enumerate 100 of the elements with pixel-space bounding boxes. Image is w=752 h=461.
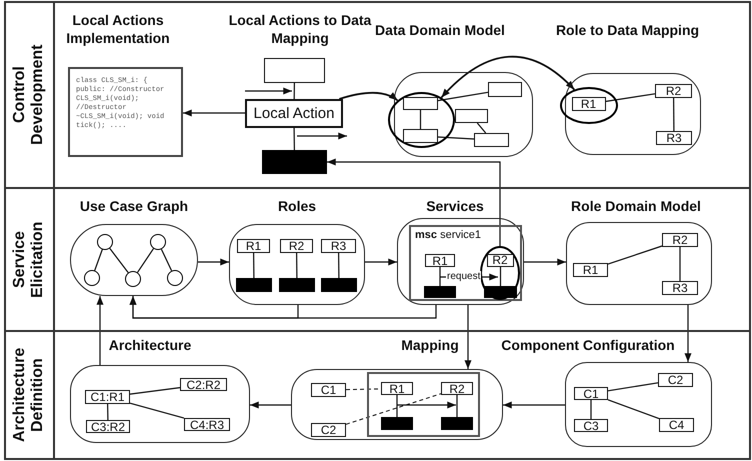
empty-box (488, 82, 522, 97)
connector-line (606, 93, 656, 102)
connector-line (438, 136, 474, 140)
row-label: Control Development (5, 2, 55, 187)
labeled-box: R2 (662, 233, 698, 247)
filled-bar (262, 150, 327, 174)
section-heading: Roles (278, 198, 316, 214)
connector-line (137, 248, 154, 273)
labeled-box: R2 (655, 84, 692, 98)
labeled-box: R1 (237, 239, 270, 253)
labeled-box: R3 (656, 131, 692, 145)
graph-node-circle (97, 234, 113, 250)
labeled-box: R1 (573, 263, 608, 277)
connector-line (109, 248, 129, 273)
section-heading: Role Domain Model (571, 198, 701, 214)
section-heading: Architecture (108, 337, 192, 353)
empty-box (402, 96, 438, 110)
connector-line (396, 395, 398, 417)
section-heading: Data Domain Model (375, 22, 505, 38)
arrow (198, 258, 229, 266)
labeled-box: R1 (381, 382, 413, 395)
labeled-box: C2:R2 (180, 378, 227, 391)
labeled-box: R2 (486, 254, 514, 266)
labeled-box: C1 (574, 387, 608, 400)
section-heading: Services (426, 198, 484, 214)
arrow (684, 305, 692, 362)
arrow (524, 258, 566, 266)
connector-line (608, 245, 662, 265)
filled-bar (484, 286, 516, 298)
labeled-box: R3 (321, 239, 356, 253)
row-label: Architecture Definition (5, 332, 55, 458)
labeled-box: C1:R1 (85, 390, 130, 404)
connector-line (338, 253, 340, 278)
connector-line (679, 247, 681, 281)
arrow (327, 158, 501, 246)
labeled-box: R1 (425, 254, 455, 267)
connector-line (476, 122, 486, 134)
message-label: request (446, 271, 482, 282)
connector-line (296, 253, 298, 278)
labeled-box: Local Action (245, 99, 343, 128)
row-label: Service Elicitation (5, 189, 55, 330)
arrow (96, 296, 104, 365)
section-heading: Component Configuration (501, 337, 675, 353)
section-heading: Local Actions to Data Mapping (228, 12, 372, 46)
filled-bar (381, 417, 413, 430)
highlight-ellipse (388, 92, 455, 148)
sequence-frame (367, 372, 480, 437)
labeled-box: C2 (311, 423, 346, 437)
highlight-ellipse (480, 246, 520, 300)
section-heading: Local Actions Implementation (66, 12, 170, 46)
empty-box (474, 133, 509, 147)
graph-node-circle (84, 270, 100, 286)
labeled-box: C3 (574, 419, 608, 432)
connector-line (438, 92, 488, 102)
filled-bar (441, 417, 473, 430)
connector-line (130, 402, 184, 419)
labeled-box: C2 (658, 373, 693, 387)
arrow (503, 402, 565, 408)
arrow (250, 402, 291, 408)
labeled-box: C4 (659, 418, 694, 432)
filled-bar (279, 278, 315, 292)
arrow (464, 305, 472, 369)
sequence-frame (409, 225, 522, 301)
connector-line (130, 387, 180, 395)
labeled-box: R1 (572, 96, 606, 110)
connector-line (160, 248, 172, 272)
connector-line (500, 267, 502, 286)
arrow (339, 92, 398, 102)
arrow (365, 258, 397, 266)
labeled-box: C3:R2 (86, 420, 130, 433)
filled-bar (424, 286, 456, 298)
section-heading: Mapping (401, 337, 459, 353)
labeled-box: R3 (662, 281, 698, 295)
labeled-box: R2 (441, 382, 473, 395)
filled-bar (321, 278, 357, 292)
connector-line (590, 400, 592, 419)
graph-node-circle (125, 271, 141, 287)
empty-box (402, 128, 438, 142)
empty-box (455, 109, 488, 123)
labeled-box: R2 (280, 239, 313, 253)
connector-line (456, 395, 458, 417)
connector-line (253, 253, 254, 278)
section-heading: Use Case Graph (80, 198, 188, 214)
swimlane-band (5, 189, 750, 332)
connector-line (439, 267, 441, 286)
graph-node-circle (150, 234, 166, 250)
labeled-box: C4:R3 (184, 418, 230, 431)
filled-bar (236, 278, 272, 292)
frame-title: msc service1 (415, 229, 482, 241)
section-heading: Role to Data Mapping (556, 22, 700, 38)
connector-line (107, 404, 108, 420)
connector-line (673, 98, 674, 131)
arrow (440, 56, 575, 98)
empty-box (264, 58, 325, 83)
highlight-ellipse (560, 87, 618, 124)
connector-line (294, 83, 295, 99)
connector-line (608, 382, 658, 392)
connector-line (420, 110, 422, 129)
arrow (183, 110, 245, 116)
dashed-line (346, 393, 442, 425)
